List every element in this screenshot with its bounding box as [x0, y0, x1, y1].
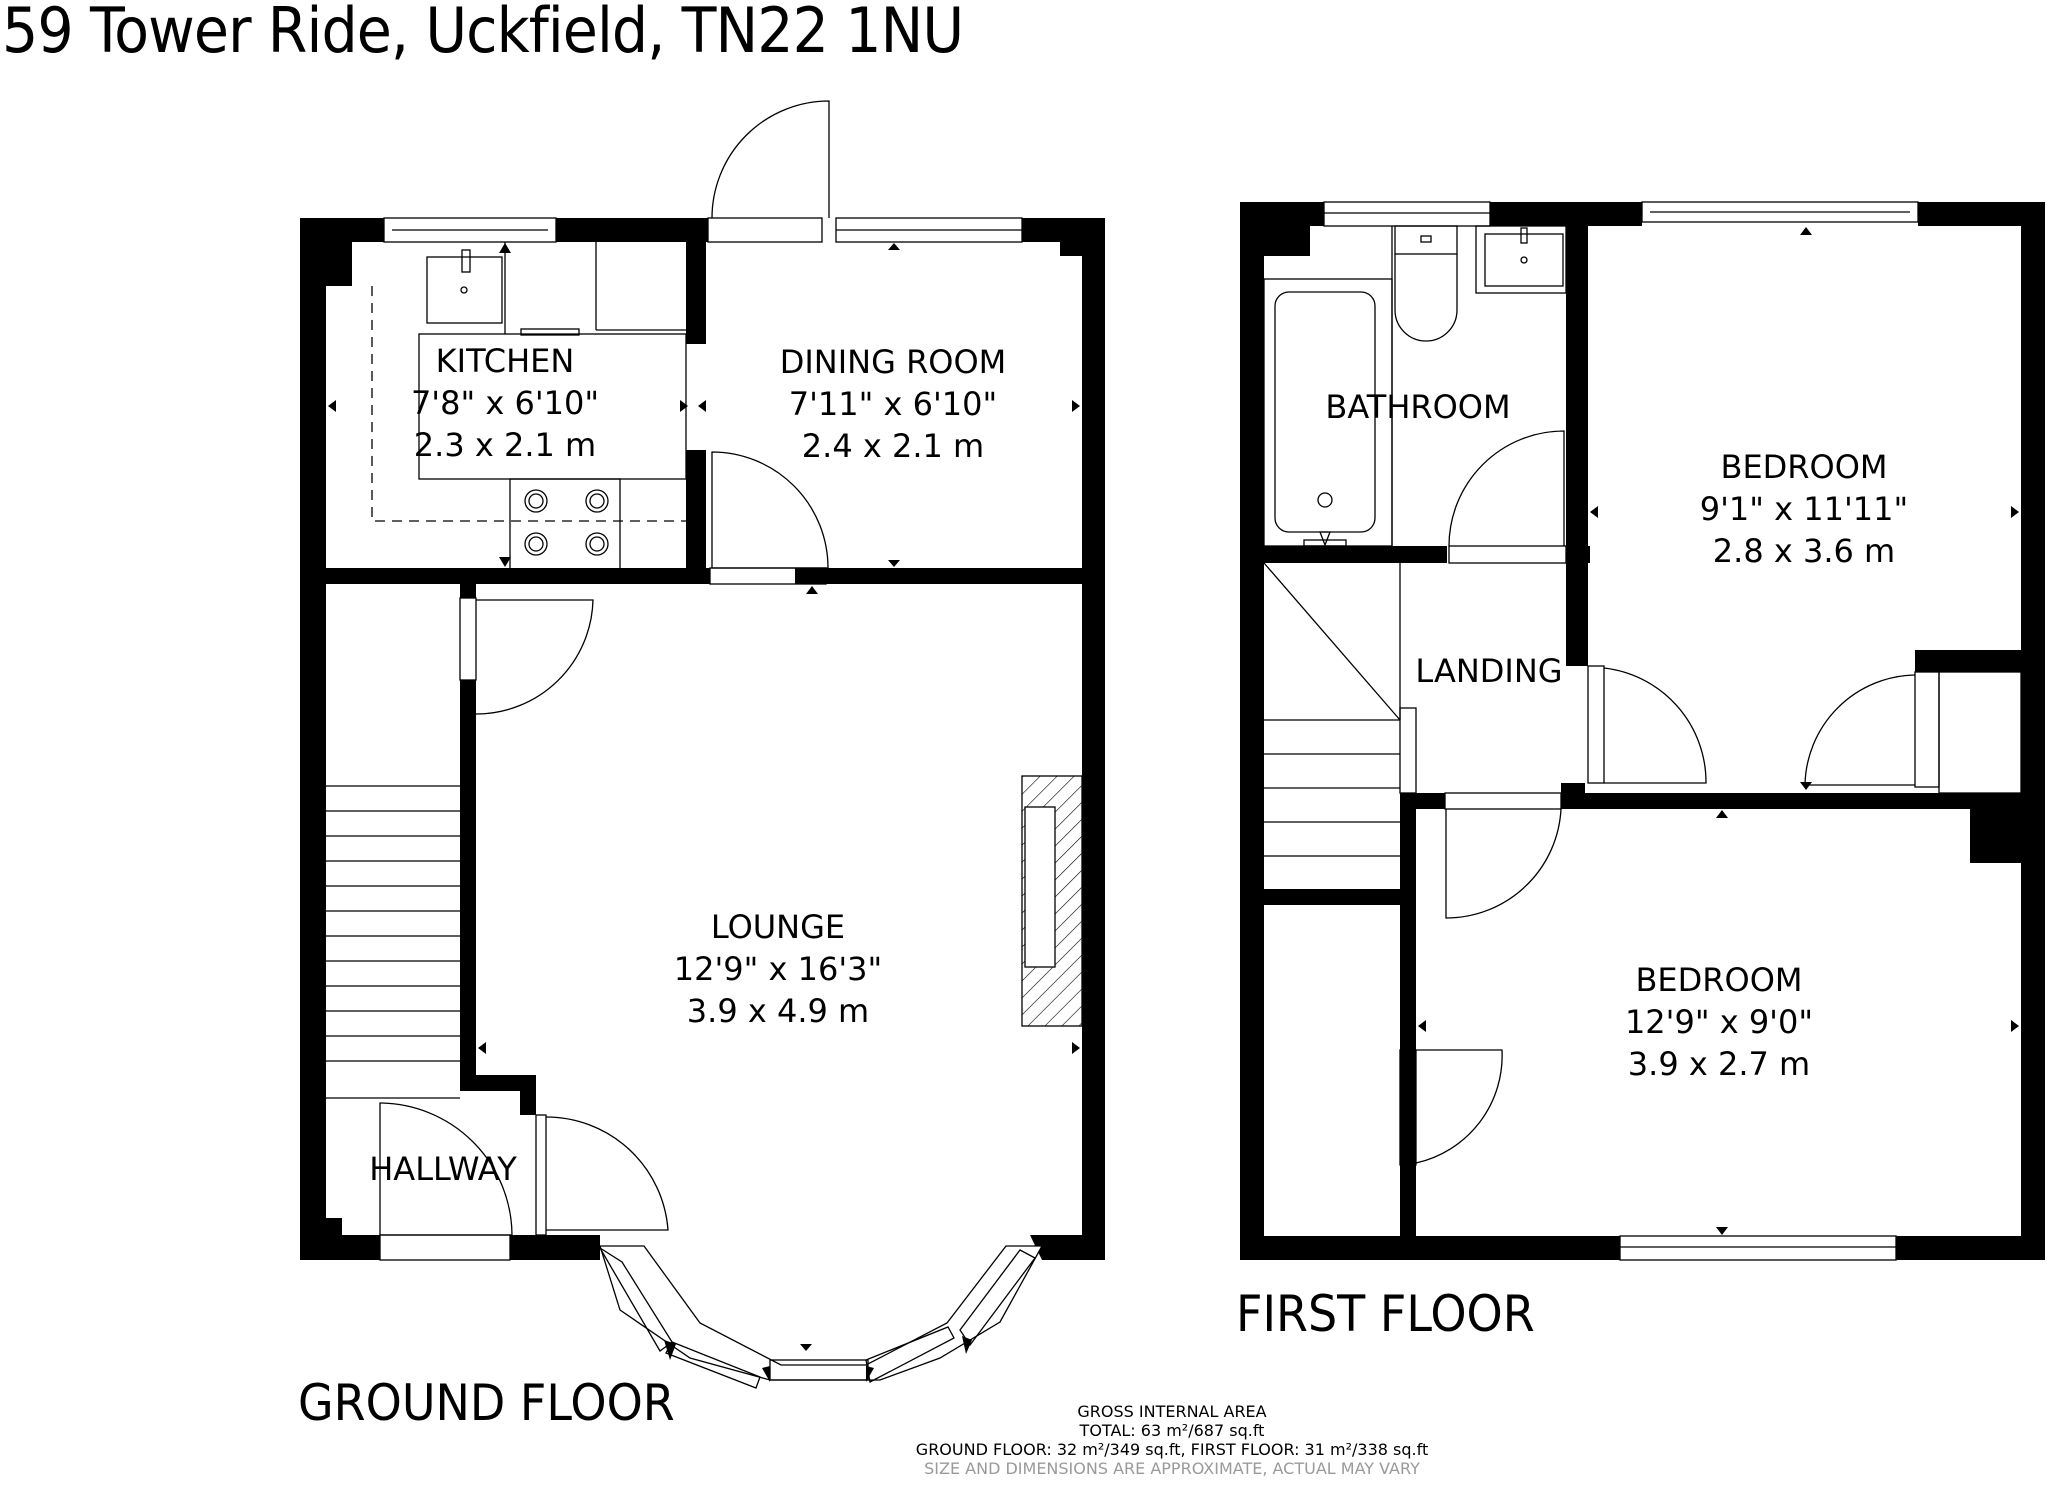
room-dimensions-imperial: 12'9" x 9'0" — [1624, 1003, 1814, 1041]
first-floor-label: FIRST FLOOR — [1236, 1285, 1535, 1343]
room-name: DINING ROOM — [779, 343, 1007, 381]
room-dimensions-metric: 2.4 x 2.1 m — [801, 427, 985, 465]
room-name: KITCHEN — [435, 342, 575, 380]
area-disclaimer: SIZE AND DIMENSIONS ARE APPROXIMATE, ACT… — [924, 1459, 1420, 1478]
ground-floor-bay-corners — [664, 1336, 972, 1382]
room-name: LOUNGE — [710, 908, 846, 946]
ground-floor-dimension-arrows — [328, 243, 1080, 1351]
ground-floor-fixtures — [326, 100, 1083, 1389]
room-name: BEDROOM — [1720, 448, 1888, 486]
room-dimensions-imperial: 9'1" x 11'11" — [1699, 490, 1909, 528]
room-dimensions-metric: 2.3 x 2.1 m — [413, 426, 597, 464]
room-label-dining-room: DINING ROOM 7'11" x 6'10" 2.4 x 2.1 m — [780, 341, 1007, 467]
room-dimensions-metric: 3.9 x 4.9 m — [686, 992, 870, 1030]
area-heading: GROSS INTERNAL AREA — [1077, 1402, 1267, 1421]
property-address-title: 59 Tower Ride, Uckfield, TN22 1NU — [2, 0, 964, 67]
room-name: BEDROOM — [1635, 961, 1803, 999]
room-dimensions-metric: 2.8 x 3.6 m — [1712, 532, 1896, 570]
room-dimensions-imperial: 7'8" x 6'10" — [410, 384, 600, 422]
area-breakdown: GROUND FLOOR: 32 m²/349 sq.ft, FIRST FLO… — [915, 1440, 1429, 1459]
room-name: HALLWAY — [369, 1150, 517, 1188]
first-floor-fixtures — [1263, 201, 2022, 1261]
room-label-bedroom-2: BEDROOM 12'9" x 9'0" 3.9 x 2.7 m — [1625, 959, 1813, 1085]
room-dimensions-imperial: 7'11" x 6'10" — [788, 385, 998, 423]
room-name: LANDING — [1415, 652, 1563, 690]
gross-internal-area: GROSS INTERNAL AREA TOTAL: 63 m²/687 sq.… — [916, 1402, 1428, 1478]
ground-floor-label: GROUND FLOOR — [298, 1374, 675, 1432]
room-label-landing: LANDING — [1415, 650, 1562, 692]
room-dimensions-imperial: 12'9" x 16'3" — [673, 950, 883, 988]
room-label-hallway: HALLWAY — [369, 1148, 517, 1190]
room-label-bathroom: BATHROOM — [1325, 386, 1510, 428]
room-dimensions-metric: 3.9 x 2.7 m — [1627, 1045, 1811, 1083]
area-total: TOTAL: 63 m²/687 sq.ft — [1079, 1421, 1265, 1440]
room-label-kitchen: KITCHEN 7'8" x 6'10" 2.3 x 2.1 m — [411, 340, 599, 466]
room-label-bedroom-1: BEDROOM 9'1" x 11'11" 2.8 x 3.6 m — [1700, 446, 1908, 572]
first-floor-plan — [1240, 202, 2045, 1260]
first-floor-dimension-arrows — [1418, 227, 2019, 1235]
room-name: BATHROOM — [1325, 388, 1511, 426]
room-label-lounge: LOUNGE 12'9" x 16'3" 3.9 x 4.9 m — [674, 906, 882, 1032]
ground-floor-plan — [300, 218, 1105, 1260]
